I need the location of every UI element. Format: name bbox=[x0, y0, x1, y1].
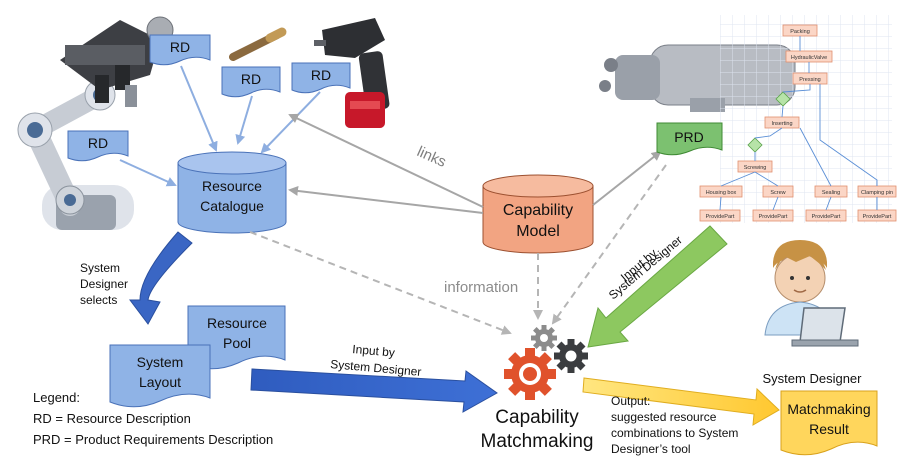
resource-pool-document: Resource Pool bbox=[187, 305, 286, 370]
rd-document-pin: RD bbox=[221, 66, 281, 98]
legend-title: Legend: bbox=[33, 390, 80, 405]
matchmaking-result-document: Matchmaking Result bbox=[780, 390, 878, 456]
selects-line3: selects bbox=[80, 293, 117, 307]
pin-tool-image bbox=[229, 27, 287, 61]
rd-to-catalogue-arrows bbox=[119, 65, 321, 187]
selects-line2: Designer bbox=[80, 277, 128, 291]
output-arrow bbox=[582, 377, 780, 426]
system-designer-person-icon bbox=[764, 240, 859, 347]
rd-document-gripper: RD bbox=[149, 34, 211, 66]
rd-document-robot: RD bbox=[67, 130, 129, 162]
wf-node: Clamping pin bbox=[861, 190, 893, 196]
selects-line1: System bbox=[80, 261, 120, 275]
gears-icon bbox=[504, 325, 588, 400]
resource-pool-line2: Pool bbox=[223, 335, 251, 351]
links-arrows: links bbox=[288, 113, 662, 214]
wf-node: ProvidePart bbox=[759, 214, 788, 220]
system-layout-input-arrow: Input by System Designer bbox=[250, 342, 498, 413]
system-layout-line2: Layout bbox=[139, 374, 181, 390]
legend-rd: RD = Resource Description bbox=[33, 411, 191, 426]
designer-selects-arrow: System Designer selects bbox=[80, 231, 193, 325]
resource-catalogue-line2: Catalogue bbox=[200, 198, 264, 214]
system-layout-line1: System bbox=[137, 354, 184, 370]
resource-catalogue-database: Resource Catalogue bbox=[177, 151, 287, 234]
wf-node: ProvidePart bbox=[812, 214, 841, 220]
output-line2: suggested resource bbox=[611, 410, 717, 424]
system-layout-document: System Layout bbox=[109, 344, 211, 408]
capability-matchmaking-line2: Matchmaking bbox=[481, 431, 594, 452]
resource-catalogue-line1: Resource bbox=[202, 178, 262, 194]
wf-node: Screw bbox=[770, 190, 785, 196]
resource-pool-line1: Resource bbox=[207, 315, 267, 331]
wf-node: Sealing bbox=[822, 190, 840, 196]
layout-input-line1: Input by bbox=[352, 342, 396, 360]
output-line4: Designer’s tool bbox=[611, 442, 691, 456]
rd-label: RD bbox=[241, 71, 261, 87]
wf-node: ProvidePart bbox=[863, 214, 892, 220]
gear-red-icon bbox=[504, 348, 556, 400]
links-label: links bbox=[414, 143, 448, 171]
capability-matchmaking-line1: Capability bbox=[495, 407, 579, 428]
result-line1: Matchmaking bbox=[787, 401, 870, 417]
system-designer-label: System Designer bbox=[763, 371, 863, 386]
rd-label: RD bbox=[311, 67, 331, 83]
legend-prd: PRD = Product Requirements Description bbox=[33, 432, 273, 447]
wf-node: HydraulicValve bbox=[791, 55, 827, 61]
wf-node: Inserting bbox=[771, 121, 792, 127]
capability-model-line1: Capability bbox=[503, 202, 573, 219]
information-label: information bbox=[444, 279, 518, 296]
result-line2: Result bbox=[809, 421, 849, 437]
rd-label: RD bbox=[88, 135, 108, 151]
output-line1: Output: bbox=[611, 394, 650, 408]
wf-node: Pressing bbox=[799, 77, 820, 83]
gear-dark-icon bbox=[554, 339, 588, 373]
wf-node: ProvidePart bbox=[706, 214, 735, 220]
screwdriver-image bbox=[314, 18, 390, 128]
rd-document-screwdriver: RD bbox=[291, 62, 351, 94]
capability-model-line2: Model bbox=[516, 223, 560, 240]
workflow-graph: Packing HydraulicValve Pressing Insertin… bbox=[699, 15, 897, 223]
gripper-image bbox=[60, 16, 174, 107]
gear-gray-icon bbox=[531, 325, 557, 351]
output-line3: combinations to System bbox=[611, 426, 738, 440]
prd-document: PRD bbox=[656, 122, 723, 156]
wf-node: Housing box bbox=[706, 190, 737, 196]
wf-node: Packing bbox=[790, 29, 810, 35]
rd-label: RD bbox=[170, 39, 190, 55]
wf-node: Screwing bbox=[744, 165, 767, 171]
capability-model-database: Capability Model bbox=[482, 174, 594, 254]
prd-label: PRD bbox=[674, 129, 704, 145]
legend: Legend: RD = Resource Description PRD = … bbox=[33, 390, 273, 447]
information-arrows: information bbox=[249, 164, 667, 335]
